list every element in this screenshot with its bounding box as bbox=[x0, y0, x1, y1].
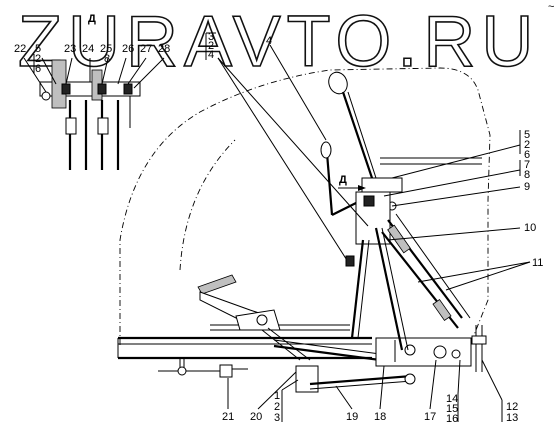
pedal-assembly bbox=[197, 274, 311, 361]
callout-18: 18 bbox=[374, 411, 386, 423]
floor-plate bbox=[117, 324, 372, 372]
callout-19: 19 bbox=[346, 411, 358, 423]
callout-25: 25 bbox=[100, 43, 112, 55]
callout-21: 21 bbox=[222, 411, 234, 423]
callout-24: 24 bbox=[82, 43, 94, 55]
callout-22: 22 bbox=[14, 43, 26, 55]
callout-2: 2 bbox=[524, 139, 530, 151]
detail-view: Д bbox=[23, 13, 165, 170]
long-rods bbox=[350, 213, 471, 351]
right-posts bbox=[471, 325, 487, 372]
callout-stack-top-2: 2 bbox=[208, 40, 214, 52]
detail-callouts: 22 5 2 6 23 24 25 8 26 27 28 bbox=[14, 43, 170, 75]
right-callouts: 5 2 6 7 8 9 10 11 bbox=[383, 129, 543, 291]
bottom-callouts: 21 20 1 2 3 19 18 17 14 15 16 12 13 bbox=[222, 359, 518, 425]
callout-5: 5 bbox=[524, 129, 530, 141]
watermark-text: ZURAVTO.RU bbox=[18, 2, 539, 82]
callout-4: 4 bbox=[266, 35, 272, 47]
callout-27: 27 bbox=[140, 43, 152, 55]
callout-stack-top-1: 3 bbox=[208, 31, 214, 43]
callout-20: 20 bbox=[250, 411, 262, 423]
callout-5-detail: 5 bbox=[35, 43, 41, 55]
callout-3: 3 bbox=[274, 412, 280, 424]
link-rod-21 bbox=[158, 364, 248, 378]
callout-7: 7 bbox=[524, 159, 530, 171]
callout-6-detail: 6 bbox=[35, 63, 41, 75]
callout-23: 23 bbox=[64, 43, 76, 55]
lower-linkage bbox=[273, 337, 472, 393]
callout-16: 16 bbox=[446, 413, 458, 425]
callout-14: 14 bbox=[446, 393, 458, 405]
upper-bracket bbox=[355, 157, 482, 245]
callout-stack-top-3: 4 bbox=[208, 49, 214, 61]
corner-mark: ~ bbox=[548, 1, 554, 13]
detail-view-label: Д bbox=[88, 13, 96, 25]
callout-1: 1 bbox=[274, 390, 280, 402]
callout-8: 8 bbox=[524, 169, 530, 181]
view-arrow-label: Д bbox=[339, 174, 347, 186]
callout-12: 12 bbox=[506, 401, 518, 413]
callout-2-bottom: 2 bbox=[274, 401, 280, 413]
top-callouts: 4 3 2 4 bbox=[205, 31, 272, 61]
callout-11: 11 bbox=[532, 257, 543, 269]
callout-6: 6 bbox=[524, 149, 530, 161]
callout-26: 26 bbox=[122, 43, 134, 55]
shift-lever bbox=[328, 71, 377, 179]
callout-2-detail: 2 bbox=[35, 53, 41, 65]
callout-28: 28 bbox=[158, 43, 170, 55]
callout-15: 15 bbox=[446, 403, 458, 415]
callout-13: 13 bbox=[506, 412, 518, 424]
cab-outline-inner bbox=[179, 139, 236, 271]
callout-17: 17 bbox=[424, 411, 436, 423]
callout-9: 9 bbox=[524, 181, 530, 193]
callout-10: 10 bbox=[524, 222, 536, 234]
leader-lines-top bbox=[217, 44, 369, 267]
view-arrow: Д bbox=[338, 174, 366, 191]
callout-8-detail: 8 bbox=[104, 53, 110, 65]
